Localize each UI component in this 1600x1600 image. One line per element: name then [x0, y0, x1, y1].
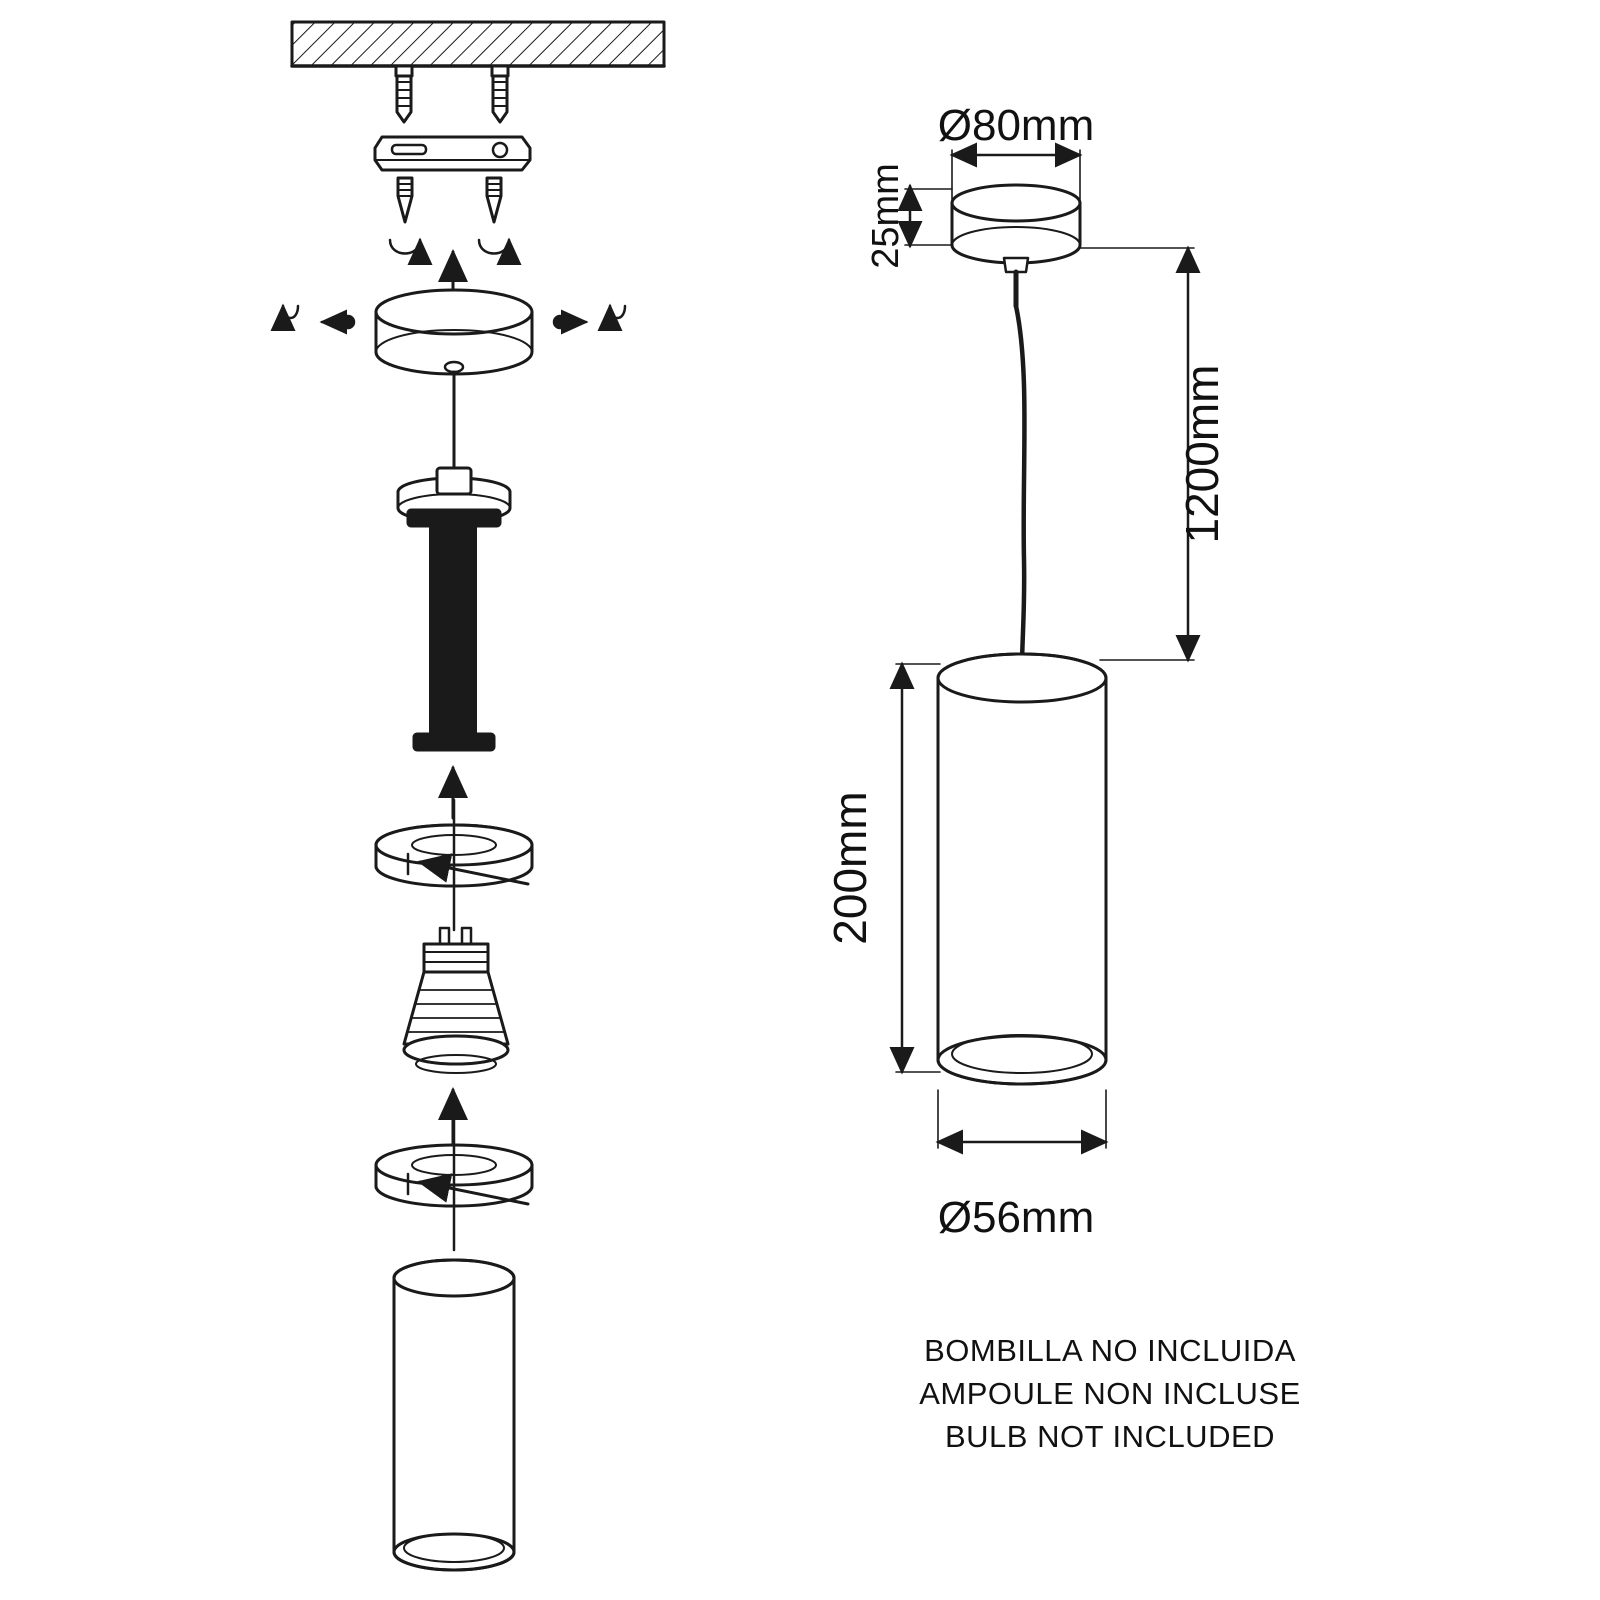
label-canopy-diameter: Ø80mm	[938, 101, 1094, 150]
setscrew-left-indicator	[270, 303, 356, 335]
screw-right	[485, 176, 503, 224]
lock-ring-lower-turn-arrow	[417, 1118, 530, 1252]
screw-rotation-arrow-right	[477, 237, 522, 266]
dim-shade-height	[889, 661, 941, 1075]
cylinder-shade-exploded	[392, 1258, 516, 1572]
label-shade-diameter: Ø56mm	[938, 1193, 1094, 1242]
wall-plug-left	[394, 64, 414, 124]
ceiling-hatch	[290, 20, 666, 68]
label-canopy-height: 25mm	[865, 163, 907, 269]
pendant-cable	[1013, 269, 1027, 671]
cylinder-shade-assembled	[936, 652, 1108, 1086]
lock-ring-upper-turn-arrow	[417, 798, 530, 932]
label-cable-length: 1200mm	[1176, 365, 1228, 544]
canopy-cover	[374, 288, 534, 376]
screw-left	[396, 176, 414, 224]
dim-canopy-diameter	[949, 142, 1083, 201]
note-line-french: AMPOULE NON INCLUSE	[919, 1375, 1301, 1411]
label-shade-height: 200mm	[824, 791, 876, 944]
dim-canopy-height	[897, 183, 953, 249]
setscrew-right-indicator	[552, 303, 627, 335]
canopy-assembled	[950, 183, 1082, 274]
bulb-not-included-note: BOMBILLA NO INCLUIDA AMPOULE NON INCLUSE…	[830, 1330, 1390, 1458]
mounting-bracket	[373, 135, 532, 172]
dim-shade-diameter	[935, 1089, 1109, 1155]
screw-rotation-arrow-left	[388, 237, 433, 266]
dim-cable-length	[1079, 245, 1201, 663]
note-line-spanish: BOMBILLA NO INCLUIDA	[924, 1333, 1296, 1368]
note-line-english: BULB NOT INCLUDED	[944, 1418, 1276, 1454]
wall-plug-right	[490, 64, 510, 124]
cable-with-stopper	[396, 370, 512, 524]
gu10-bulb	[402, 926, 510, 1074]
threaded-rod	[406, 508, 502, 752]
